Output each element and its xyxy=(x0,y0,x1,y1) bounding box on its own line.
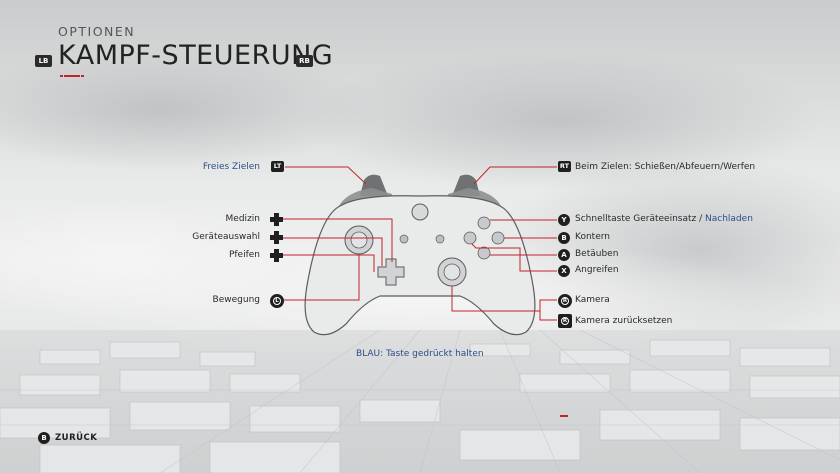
label-geraeteauswahl: Geräteauswahl xyxy=(192,232,260,242)
title-underline-right xyxy=(81,75,84,77)
label-kamera-reset: Kamera zurücksetzen xyxy=(575,316,673,326)
lb-bumper-button[interactable]: LB xyxy=(35,55,52,67)
title-underline-left xyxy=(60,75,63,77)
label-betaeuben: Betäuben xyxy=(575,249,619,259)
label-rt-action: Beim Zielen: Schießen/Abfeuern/Werfen xyxy=(575,162,756,172)
label-y-action: Schnelltaste Geräteeinsatz / Nachladen xyxy=(575,214,753,224)
red-marker xyxy=(560,415,568,417)
label-bewegung: Bewegung xyxy=(212,295,260,305)
dpad-up-icon xyxy=(270,213,283,226)
label-y-action-hold: Nachladen xyxy=(705,214,753,224)
rb-bumper-button[interactable]: RB xyxy=(296,55,313,67)
label-pfeifen: Pfeifen xyxy=(228,250,260,260)
dpad-down-icon xyxy=(270,249,283,262)
section-label: OPTIONEN xyxy=(58,24,136,39)
y-button-icon: Y xyxy=(558,214,570,226)
a-button-icon: A xyxy=(558,249,570,261)
page-title: KAMPF-STEUERUNG xyxy=(58,40,334,71)
b-button-icon: B xyxy=(558,232,570,244)
rt-trigger-icon: RT xyxy=(558,161,571,172)
label-kamera: Kamera xyxy=(575,295,610,305)
right-stick-press-icon: R xyxy=(558,314,572,328)
left-stick-icon: L xyxy=(270,294,284,308)
title-underline xyxy=(64,75,80,77)
dpad-left-right-icon xyxy=(270,231,283,244)
b-button-icon-back: B xyxy=(38,432,50,444)
back-label: ZURÜCK xyxy=(55,433,98,443)
right-stick-icon: R xyxy=(558,294,572,308)
label-kontern: Kontern xyxy=(575,232,610,242)
label-medizin: Medizin xyxy=(225,214,260,224)
hold-hint: BLAU: Taste gedrückt halten xyxy=(356,349,484,359)
label-free-aim: Freies Zielen xyxy=(202,162,260,172)
controller-icon xyxy=(304,174,536,336)
label-angreifen: Angreifen xyxy=(575,265,619,275)
x-button-icon: X xyxy=(558,265,570,277)
back-button[interactable]: B ZURÜCK xyxy=(38,432,97,444)
lt-trigger-icon: LT xyxy=(271,161,284,172)
label-y-action-main: Schnelltaste Geräteeinsatz / xyxy=(575,214,703,224)
